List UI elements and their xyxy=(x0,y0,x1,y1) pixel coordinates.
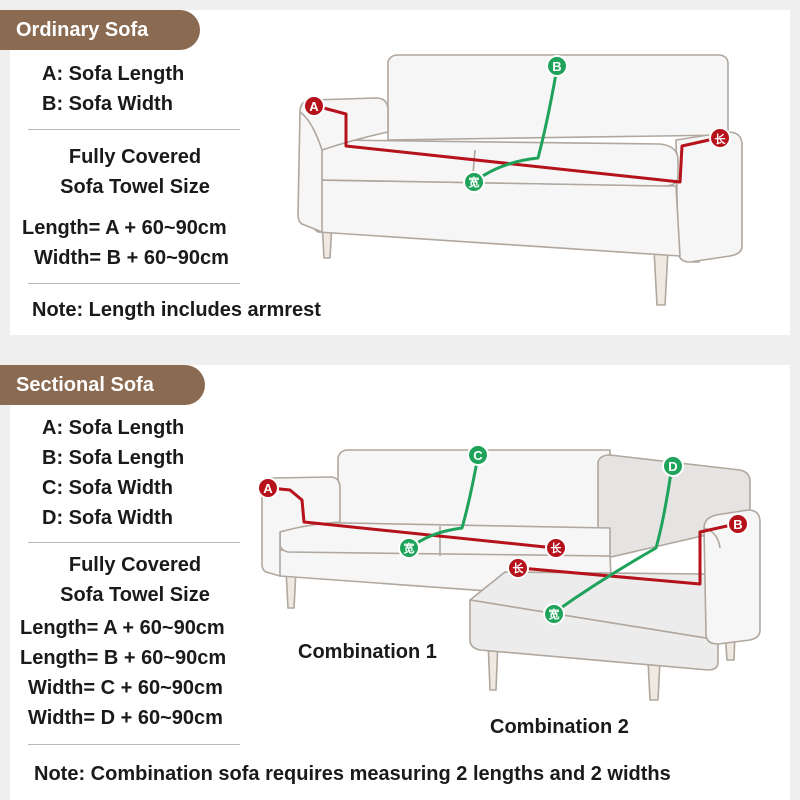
marker-width-cn-ordinary: 宽 xyxy=(463,171,485,193)
heading-line-2: Sofa Towel Size xyxy=(60,584,210,606)
marker-b-ordinary: B xyxy=(546,55,568,77)
svg-text:长: 长 xyxy=(551,541,563,555)
svg-text:D: D xyxy=(668,459,677,474)
svg-text:A: A xyxy=(309,99,319,114)
legend-c: C: Sofa Width xyxy=(42,477,173,499)
divider xyxy=(28,744,240,745)
svg-text:宽: 宽 xyxy=(548,607,560,621)
svg-text:长: 长 xyxy=(513,561,525,575)
legend-b: B: Sofa Length xyxy=(42,447,185,469)
divider xyxy=(28,542,240,543)
legend-d: D: Sofa Width xyxy=(42,507,173,529)
svg-text:宽: 宽 xyxy=(468,175,480,189)
sectional-note: Note: Combination sofa requires measurin… xyxy=(34,763,671,785)
marker-c-sectional: C xyxy=(467,444,489,466)
divider xyxy=(28,283,240,284)
svg-text:B: B xyxy=(733,517,742,532)
formula-length-a: Length= A + 60~90cm xyxy=(20,617,225,639)
ordinary-note: Note: Length includes armrest xyxy=(32,299,321,321)
formula-width: Width= B + 60~90cm xyxy=(34,247,229,269)
marker-b-sectional: B xyxy=(727,513,749,535)
marker-a-sectional: A xyxy=(257,477,279,499)
divider xyxy=(28,129,240,130)
combination-1-label: Combination 1 xyxy=(298,641,437,663)
heading-line-1: Fully Covered xyxy=(68,554,202,576)
sectional-sofa-drawing xyxy=(261,449,761,701)
formula-length: Length= A + 60~90cm xyxy=(22,217,227,239)
formula-width-d: Width= D + 60~90cm xyxy=(28,707,223,729)
marker-length-cn-sectional-2: 长 xyxy=(507,557,529,579)
marker-a-ordinary: A xyxy=(303,95,325,117)
ordinary-sofa-drawing xyxy=(297,54,743,306)
marker-d-sectional: D xyxy=(662,455,684,477)
svg-text:C: C xyxy=(473,448,483,463)
sectional-sofa-tag: Sectional Sofa xyxy=(0,365,205,405)
svg-text:B: B xyxy=(552,59,561,74)
svg-text:A: A xyxy=(263,481,273,496)
legend-a: A: Sofa Length xyxy=(42,63,185,85)
legend-a: A: Sofa Length xyxy=(42,417,185,439)
marker-width-cn-sectional-1: 宽 xyxy=(398,537,420,559)
formula-width-c: Width= C + 60~90cm xyxy=(28,677,223,699)
marker-width-cn-sectional-2: 宽 xyxy=(543,603,565,625)
ordinary-sofa-tag: Ordinary Sofa xyxy=(0,10,200,50)
combination-2-label: Combination 2 xyxy=(490,716,629,738)
svg-text:长: 长 xyxy=(715,132,727,146)
heading-line-1: Fully Covered xyxy=(68,146,202,168)
marker-length-cn-sectional-1: 长 xyxy=(545,537,567,559)
formula-length-b: Length= B + 60~90cm xyxy=(20,647,227,669)
svg-text:宽: 宽 xyxy=(403,541,415,555)
legend-b: B: Sofa Width xyxy=(42,93,173,115)
marker-length-cn-ordinary: 长 xyxy=(709,127,731,149)
heading-line-2: Sofa Towel Size xyxy=(60,176,210,198)
